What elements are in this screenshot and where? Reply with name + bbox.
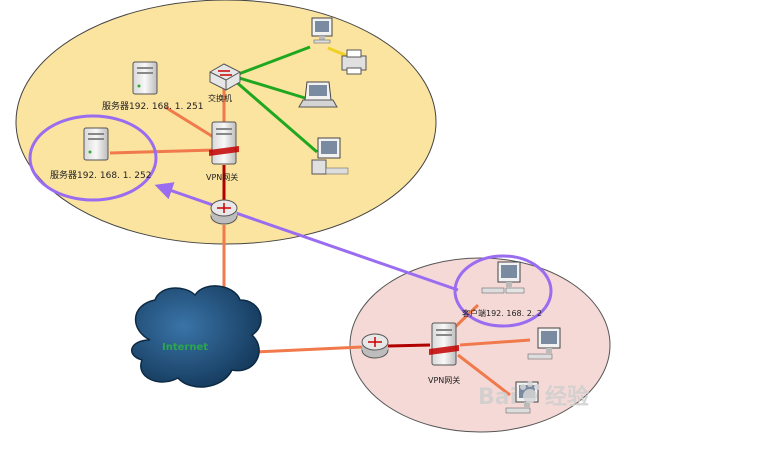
highlight-client xyxy=(453,254,553,328)
highlight-server-left xyxy=(28,114,158,202)
link-switch-laptop xyxy=(235,75,306,100)
desktop-computer-icon xyxy=(311,17,333,44)
link-router-vpn-bottom xyxy=(387,343,431,348)
server-top-label: 服务器192. 168. 1. 251 xyxy=(102,100,203,112)
server-icon xyxy=(132,61,158,95)
vpn-gateway-icon xyxy=(209,121,239,165)
switch-label: 交换机 xyxy=(208,93,232,103)
server-left-label: 服务器192. 168. 1. 252 xyxy=(50,169,151,181)
client-label: 客户端192. 168. 2. 2 xyxy=(462,308,542,318)
server-icon xyxy=(83,127,109,161)
client-computer-icon xyxy=(481,261,525,294)
link-server-top-vpn xyxy=(164,105,216,140)
watermark-brand: Bai xyxy=(478,385,517,410)
link-switch-desktop1 xyxy=(235,45,311,77)
desktop-computer-icon xyxy=(311,137,349,175)
laptop-icon xyxy=(298,81,338,108)
router-icon xyxy=(210,199,238,225)
baidu-watermark: Bai 经验 xyxy=(478,381,589,410)
router-icon xyxy=(361,333,389,359)
link-server-left-vpn xyxy=(109,148,216,155)
printer-icon xyxy=(341,49,367,75)
vpn-gateway-top-label: VPN网关 xyxy=(206,172,238,182)
paw-icon xyxy=(520,381,540,403)
desktop-computer-icon xyxy=(527,327,561,360)
vpn-gateway-bottom-label: VPN网关 xyxy=(428,375,460,385)
link-vpn-desktop4 xyxy=(457,353,511,397)
link-internet-router-bottom xyxy=(254,345,363,354)
link-vpn-desktop3 xyxy=(459,338,531,347)
internet-label: Internet xyxy=(162,342,208,353)
switch-icon xyxy=(209,63,241,91)
internet-cloud-icon xyxy=(131,285,262,388)
link-switch-desktop2 xyxy=(233,78,318,154)
watermark-suffix: 经验 xyxy=(545,384,589,410)
vpn-gateway-icon xyxy=(429,322,459,366)
access-arrow xyxy=(154,182,459,292)
